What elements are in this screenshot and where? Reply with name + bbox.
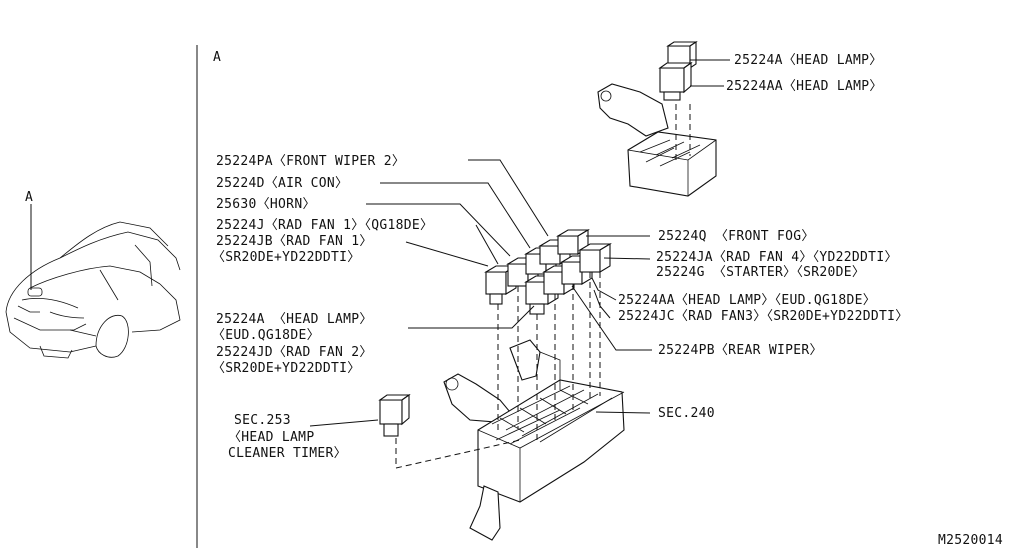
label-25224a-head-lamp: 25224A〈HEAD LAMP〉: [734, 53, 883, 68]
label-25224jd-engine: 〈SR20DE+YD22DDTI〉: [212, 361, 361, 376]
label-25224d-air-con: 25224D〈AIR CON〉: [216, 176, 349, 191]
car-view-marker: A: [25, 190, 34, 205]
label-25224jd-rad-fan-2: 25224JD〈RAD FAN 2〉: [216, 345, 373, 360]
label-25224pb-rear-wiper: 25224PB〈REAR WIPER〉: [658, 343, 823, 358]
label-sec-240: SEC.240: [658, 406, 715, 421]
label-25224aa-head-lamp-eud: 25224AA〈HEAD LAMP〉〈EUD.QG18DE〉: [618, 293, 876, 308]
car-outline: [5, 221, 181, 359]
relay-head-lamp-cleaner-timer: [378, 393, 411, 437]
relay-front-fog: [556, 229, 590, 255]
label-25224jb-rad-fan-1: 25224JB〈RAD FAN 1〉: [216, 234, 373, 249]
label-25630-horn: 25630〈HORN〉: [216, 197, 316, 212]
label-25224a-head-lamp-eud: 25224A 〈HEAD LAMP〉: [216, 312, 373, 327]
label-sec-253: SEC.253: [234, 413, 291, 428]
label-25224aa-head-lamp: 25224AA〈HEAD LAMP〉: [726, 79, 883, 94]
label-25224ja-rad-fan-4: 25224JA〈RAD FAN 4〉〈YD22DDTI〉: [656, 250, 898, 265]
top-relay-bracket: [597, 83, 717, 197]
relay-25224aa-top: [658, 61, 693, 101]
view-marker: A: [213, 50, 222, 65]
main-relay-box: [395, 339, 651, 541]
label-25224pa-front-wiper-2: 25224PA〈FRONT WIPER 2〉: [216, 154, 406, 169]
label-25224q-front-fog: 25224Q 〈FRONT FOG〉: [658, 229, 815, 244]
drop-lines: [497, 272, 601, 440]
figure-code: M2520014: [938, 533, 1004, 548]
label-cleaner-timer: CLEANER TIMER〉: [228, 446, 347, 461]
label-head-lamp-cleaner: 〈HEAD LAMP: [228, 430, 315, 445]
label-25224jc-rad-fan-3: 25224JC〈RAD FAN3〉〈SR20DE+YD22DDTI〉: [618, 309, 909, 324]
label-25224g-starter: 25224G 〈STARTER〉〈SR20DE〉: [656, 265, 866, 280]
label-25224a-engine: 〈EUD.QG18DE〉: [212, 328, 320, 343]
leader-lines: [309, 59, 730, 427]
label-25224jb-engine: 〈SR20DE+YD22DDTI〉: [212, 250, 361, 265]
label-25224j-rad-fan-1: 25224J〈RAD FAN 1〉〈QG18DE〉: [216, 218, 434, 233]
